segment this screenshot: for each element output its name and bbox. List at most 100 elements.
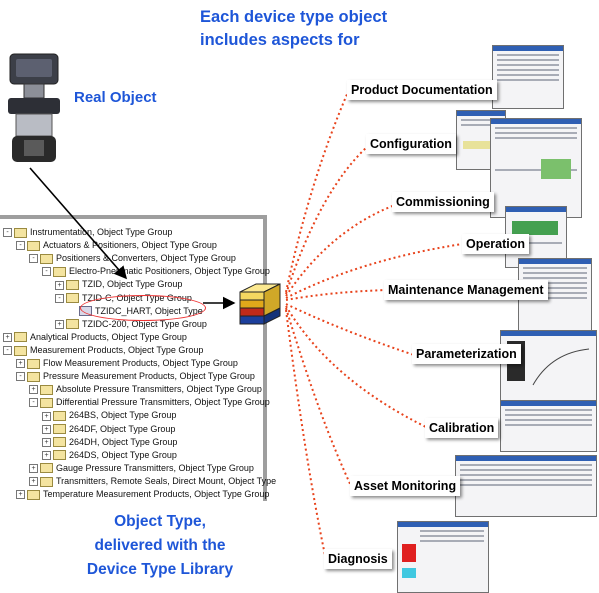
collapse-icon[interactable]: - [29, 398, 38, 408]
tree-item[interactable]: + Gauge Pressure Transmitters, Object Typ… [29, 461, 254, 475]
caption-line-2: delivered with the [94, 537, 226, 554]
tree-item[interactable]: +264DF, Object Type Group [42, 422, 175, 436]
collapse-icon[interactable]: - [16, 241, 25, 251]
aspect-product-documentation: Product Documentation [347, 80, 497, 100]
tree-item-label: 264BS, Object Type Group [69, 410, 177, 421]
folder-icon [66, 319, 79, 330]
asset-monitoring-screenshot [455, 455, 597, 517]
tree-item-label: Gauge Pressure Transmitters, Object Type… [56, 462, 254, 473]
tree-item[interactable]: + Transmitters, Remote Seals, Direct Moun… [29, 474, 276, 488]
aspect-operation: Operation [462, 234, 530, 254]
expand-icon[interactable]: + [29, 477, 38, 487]
tree-item-label: Flow Measurement Products, Object Type G… [43, 358, 238, 368]
aspect-dotted-lines [285, 91, 463, 561]
object-type-tree: -Instrumentation, Object Type Group-Actu… [0, 215, 276, 501]
tree-item[interactable]: +TZID, Object Type Group [55, 277, 182, 291]
aspect-calibration: Calibration [425, 418, 499, 438]
diagnosis-screenshot [397, 521, 489, 593]
folder-icon [66, 293, 79, 304]
caption-line-3: Device Type Library [86, 561, 234, 578]
parameterization-screenshot [500, 330, 597, 404]
collapse-icon[interactable]: - [16, 372, 25, 382]
tree-item-label: Instrumentation, Object Type Group [30, 227, 173, 237]
tree-item[interactable]: + Temperature Measurement Products, Objec… [16, 487, 269, 501]
folder-icon [40, 384, 53, 395]
tree-item-label: Differential Pressure Transmitters, Obje… [56, 397, 270, 408]
tree-item-label: Actuators & Positioners, Object Type Gro… [43, 240, 217, 251]
commissioning-screenshot [505, 206, 567, 268]
expand-icon[interactable]: + [16, 359, 25, 369]
tree-item[interactable]: - Electro-Pneumatic Positioners, Object T… [42, 264, 270, 278]
folder-icon [40, 463, 53, 474]
expand-icon[interactable]: + [3, 332, 12, 342]
calibration-screenshot [500, 400, 597, 452]
expand-icon[interactable]: + [42, 437, 51, 447]
tree-item[interactable]: +Absolute Pressure Transmitters, Object … [29, 382, 262, 396]
folder-icon [27, 371, 40, 382]
tree-item[interactable]: + Analytical Products, Object Type Group [3, 330, 187, 344]
tree-item[interactable]: + Flow Measurement Products, Object Type … [16, 356, 238, 370]
tree-item[interactable]: - Pressure Measurement Products, Object T… [16, 369, 255, 383]
tree-item[interactable]: - Actuators & Positioners, Object Type Gr… [16, 238, 217, 252]
expand-icon[interactable]: + [29, 463, 38, 473]
folder-icon [27, 358, 40, 369]
tree-item[interactable]: -Measurement Products, Object Type Group [3, 343, 203, 357]
expand-icon[interactable]: + [16, 490, 25, 500]
folder-icon [14, 227, 27, 238]
tree-item-label: Temperature Measurement Products, Object… [43, 489, 270, 499]
tree-item-label: 264DS, Object Type Group [69, 449, 177, 460]
caption-line-1: Object Type, [114, 513, 206, 530]
expand-icon[interactable]: + [42, 450, 51, 460]
tree-item[interactable]: - Positioners & Converters, Object Type G… [29, 251, 236, 265]
tree-item-label: Analytical Products, Object Type Group [30, 331, 187, 342]
collapse-icon[interactable]: - [42, 267, 51, 277]
tree-item-label: Pressure Measurement Products, Object Ty… [43, 371, 255, 382]
folder-icon [40, 253, 53, 264]
expand-icon[interactable]: + [42, 424, 51, 434]
tree-item-label: 264DF, Object Type Group [69, 423, 176, 434]
tree-item-label: Positioners & Converters, Object Type Gr… [56, 253, 236, 264]
valve-positioner-image [8, 53, 60, 162]
layers-icon [239, 283, 281, 325]
real-object-label: Real Object [74, 89, 157, 106]
tree-item-label: Electro-Pneumatic Positioners, Object Ty… [69, 266, 270, 277]
collapse-icon[interactable]: - [3, 228, 12, 238]
tree-item[interactable]: - Differential Pressure Transmitters, Obj… [29, 395, 270, 409]
folder-icon [40, 397, 53, 408]
expand-icon[interactable]: + [55, 319, 64, 329]
header-line-1: Each device type object [200, 8, 388, 26]
folder-icon [53, 266, 66, 277]
aspect-configuration: Configuration [366, 134, 456, 154]
expand-icon[interactable]: + [29, 385, 38, 395]
folder-icon [53, 424, 66, 435]
aspect-commissioning: Commissioning [392, 192, 494, 212]
folder-icon [66, 280, 79, 291]
tree-item-label: 264DH, Object Type Group [69, 436, 178, 447]
header-line-2: includes aspects for [200, 31, 360, 49]
collapse-icon[interactable]: - [29, 254, 38, 264]
expand-icon[interactable]: + [42, 411, 51, 421]
folder-icon [53, 437, 66, 448]
tree-item[interactable]: - Instrumentation, Object Type Group [3, 225, 172, 239]
folder-icon [27, 489, 40, 500]
collapse-icon[interactable]: - [3, 346, 12, 356]
tree-item[interactable]: +264DS, Object Type Group [42, 448, 177, 462]
tree-item[interactable]: +264BS, Object Type Group [42, 408, 176, 422]
tree-item[interactable]: +264DH, Object Type Group [42, 435, 177, 449]
maintenance-screenshot [518, 258, 592, 340]
real-object-arrow [29, 167, 128, 280]
tree-item[interactable]: +TZIDC-200, Object Type Group [55, 317, 207, 331]
config-screenshot-b [490, 118, 582, 218]
folder-icon [40, 476, 53, 487]
aspect-diagnosis: Diagnosis [324, 549, 392, 569]
aspect-asset-monitoring: Asset Monitoring [350, 476, 461, 496]
collapse-icon[interactable]: - [55, 293, 64, 303]
doc-screenshot [492, 45, 564, 109]
highlight-ellipse [80, 295, 206, 321]
object-type-caption: Object Type, delivered with the Device T… [60, 510, 260, 582]
tree-item-label: Transmitters, Remote Seals, Direct Mount… [56, 475, 277, 486]
folder-icon [27, 240, 40, 251]
folder-icon [53, 411, 66, 422]
expand-icon[interactable]: + [55, 280, 64, 290]
